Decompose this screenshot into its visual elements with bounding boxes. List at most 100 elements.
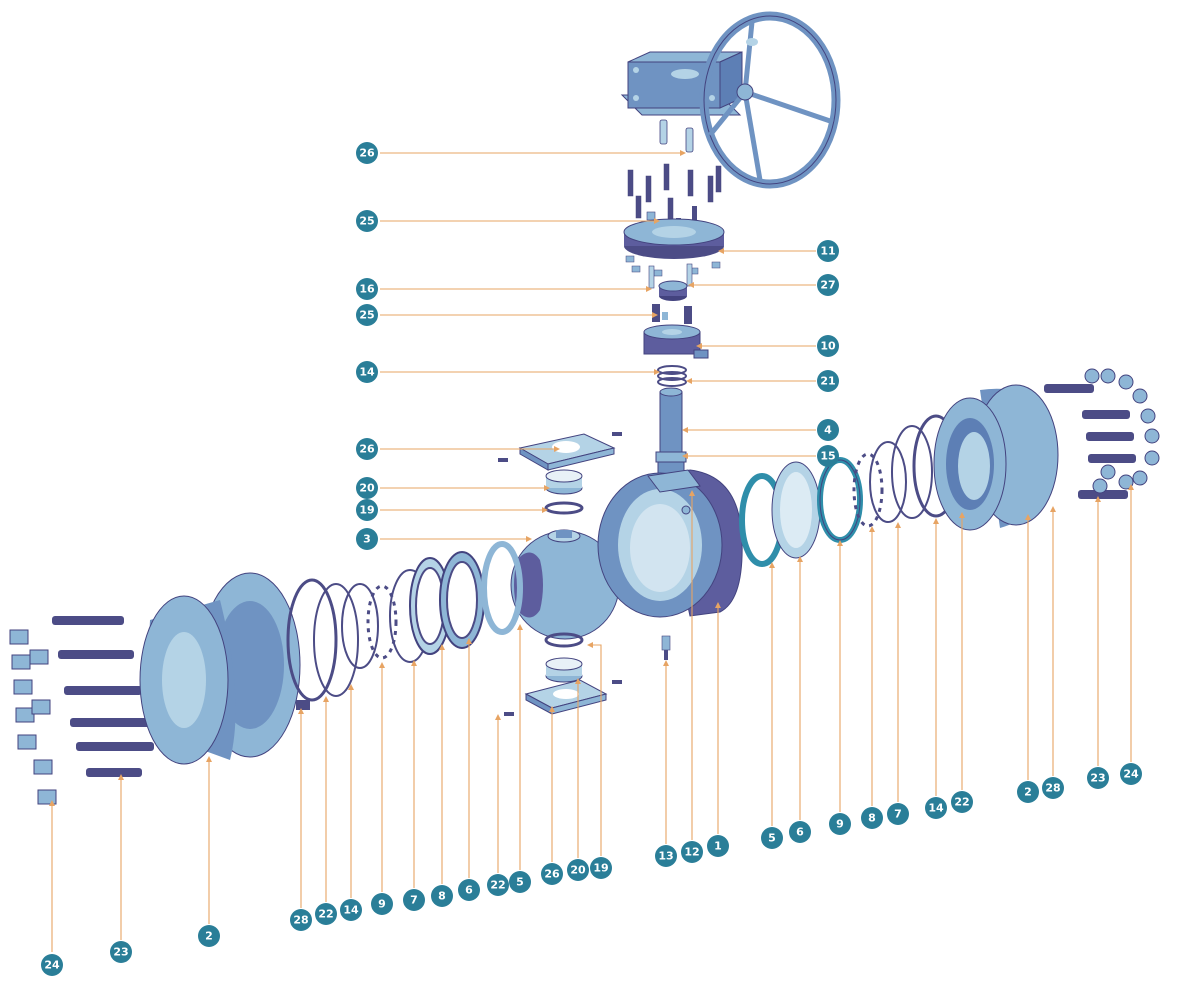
svg-text:27: 27 xyxy=(820,279,835,292)
nuts-left xyxy=(9,629,57,805)
callout-6: 6 xyxy=(458,879,480,901)
svg-text:25: 25 xyxy=(359,215,374,228)
svg-text:2: 2 xyxy=(205,930,213,943)
callout-9: 9 xyxy=(829,813,851,835)
svg-text:13: 13 xyxy=(658,850,673,863)
end-flange-right xyxy=(933,384,1059,531)
trunnion-plate-lower xyxy=(504,679,622,716)
svg-text:24: 24 xyxy=(44,959,60,972)
callout-13: 13 xyxy=(655,845,677,867)
callout-5: 5 xyxy=(509,871,531,893)
callout-14: 14 xyxy=(356,361,378,383)
svg-text:20: 20 xyxy=(359,482,375,495)
svg-text:14: 14 xyxy=(343,904,359,917)
callout-15: 15 xyxy=(817,445,839,467)
adapter-flange xyxy=(623,218,725,259)
svg-text:5: 5 xyxy=(516,876,524,889)
svg-text:5: 5 xyxy=(768,832,776,845)
seal-ring-upper xyxy=(544,501,584,515)
callout-27: 27 xyxy=(817,274,839,296)
rings-left xyxy=(286,569,431,702)
callout-9: 9 xyxy=(371,893,393,915)
callout-14: 14 xyxy=(340,899,362,921)
callout-20: 20 xyxy=(356,477,378,499)
callout-25: 25 xyxy=(356,210,378,232)
callout-5: 5 xyxy=(761,827,783,849)
callout-19: 19 xyxy=(590,857,612,879)
svg-text:26: 26 xyxy=(359,147,375,160)
callout-11: 11 xyxy=(817,240,839,262)
svg-text:6: 6 xyxy=(796,826,804,839)
svg-text:28: 28 xyxy=(293,914,308,927)
callout-25: 25 xyxy=(356,304,378,326)
seal-ring-lower xyxy=(544,632,584,648)
callout-3: 3 xyxy=(356,528,378,550)
svg-text:25: 25 xyxy=(359,309,374,322)
svg-text:21: 21 xyxy=(820,375,835,388)
svg-text:4: 4 xyxy=(824,424,832,437)
trunnion-plate-upper xyxy=(498,432,622,471)
svg-text:9: 9 xyxy=(836,818,844,831)
nuts-row xyxy=(625,255,721,277)
svg-text:19: 19 xyxy=(593,862,608,875)
callout-22: 22 xyxy=(315,903,337,925)
callout-26: 26 xyxy=(541,863,563,885)
callout-23: 23 xyxy=(110,941,132,963)
svg-text:22: 22 xyxy=(490,879,505,892)
gear-operator xyxy=(620,51,743,116)
callout-8: 8 xyxy=(861,807,883,829)
callout-16: 16 xyxy=(356,278,378,300)
svg-text:8: 8 xyxy=(438,890,446,903)
svg-text:9: 9 xyxy=(378,898,386,911)
callout-19: 19 xyxy=(356,499,378,521)
seat-rings-right xyxy=(739,457,863,567)
bolts-25-mid xyxy=(652,304,692,324)
svg-text:26: 26 xyxy=(544,868,560,881)
svg-text:1: 1 xyxy=(714,840,722,853)
callout-22: 22 xyxy=(951,791,973,813)
svg-text:24: 24 xyxy=(1123,768,1139,781)
callout-10: 10 xyxy=(817,335,839,357)
svg-text:20: 20 xyxy=(570,864,586,877)
callout-24: 24 xyxy=(41,954,63,976)
callout-23: 23 xyxy=(1087,767,1109,789)
end-flange-left xyxy=(139,572,310,765)
svg-text:8: 8 xyxy=(868,812,876,825)
svg-text:23: 23 xyxy=(1090,772,1105,785)
callout-2: 2 xyxy=(1017,781,1039,803)
callout-20: 20 xyxy=(567,859,589,881)
gland-flange xyxy=(643,324,709,359)
callout-26: 26 xyxy=(356,142,378,164)
callout-12: 12 xyxy=(681,841,703,863)
svg-text:26: 26 xyxy=(359,443,375,456)
valve-body xyxy=(597,469,743,618)
svg-text:12: 12 xyxy=(684,846,699,859)
svg-text:6: 6 xyxy=(465,884,473,897)
svg-text:15: 15 xyxy=(820,450,835,463)
nuts-right xyxy=(1084,368,1160,494)
callout-6: 6 xyxy=(789,821,811,843)
svg-text:28: 28 xyxy=(1045,782,1060,795)
leader-lines xyxy=(49,150,1134,952)
callout-14: 14 xyxy=(925,797,947,819)
callout-8: 8 xyxy=(431,885,453,907)
drain-plug xyxy=(661,635,671,660)
key-pins-top xyxy=(659,119,694,153)
stem xyxy=(655,387,687,477)
svg-text:2: 2 xyxy=(1024,786,1032,799)
svg-text:10: 10 xyxy=(820,340,836,353)
callout-4: 4 xyxy=(817,419,839,441)
callout-badges: 26 25 16 25 14 26 20 19 3 11 27 10 21 4 … xyxy=(41,142,1142,976)
callout-28: 28 xyxy=(1042,777,1064,799)
svg-text:14: 14 xyxy=(359,366,375,379)
callout-1: 1 xyxy=(707,835,729,857)
bearing-lower xyxy=(545,657,583,683)
seat-rings-left xyxy=(409,541,523,655)
coupling xyxy=(658,280,688,301)
callout-22: 22 xyxy=(487,874,509,896)
svg-text:7: 7 xyxy=(894,808,902,821)
studs-upper xyxy=(627,163,722,221)
svg-text:11: 11 xyxy=(820,245,835,258)
